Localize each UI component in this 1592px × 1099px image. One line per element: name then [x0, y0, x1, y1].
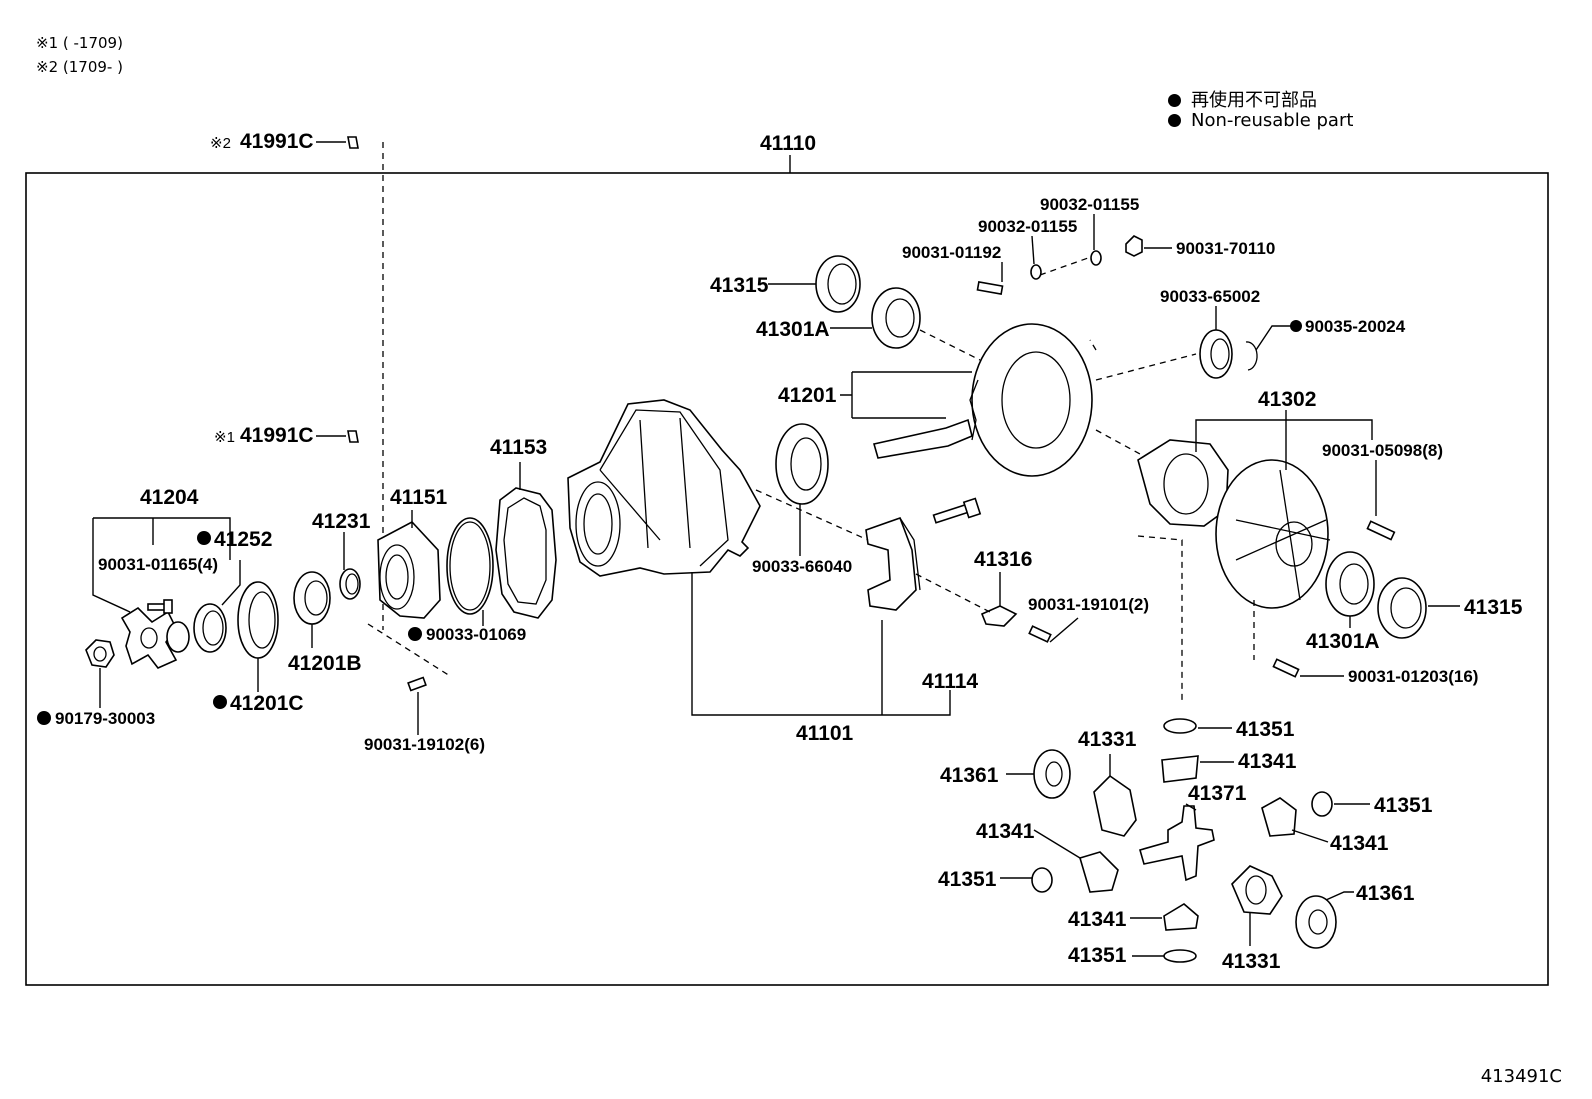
label-90033-01069: 90033-01069: [426, 625, 526, 644]
legend-ja: 再使用不可部品: [1168, 86, 1317, 112]
note-1: ※1 ( -1709): [36, 34, 123, 52]
pinion-gear-left: [1033, 829, 1119, 893]
o-ring: [446, 517, 494, 626]
non-reusable-dot-icon: [1168, 94, 1181, 107]
adjusting-lock: [980, 572, 1018, 627]
side-bearing-right: [1325, 551, 1375, 628]
cap-bolt: [932, 497, 982, 524]
label-41991C-1: 41991C: [240, 424, 314, 447]
label-90031-01203: 90031-01203(16): [1348, 667, 1478, 686]
ring-gear-bolt: [1272, 658, 1344, 678]
spacer: [339, 532, 361, 600]
note-2: ※2 (1709- ): [36, 58, 123, 76]
label-41201: 41201: [778, 384, 837, 407]
legend-ja-text: 再使用不可部品: [1191, 90, 1317, 111]
assembly-frame: [25, 172, 1549, 986]
label-41151: 41151: [390, 486, 448, 509]
side-gear-top: [1093, 754, 1137, 837]
label-90179-30003: 90179-30003: [55, 709, 155, 728]
bearing-90033-65002: [1199, 306, 1233, 379]
flange-bolt: [147, 599, 173, 614]
label-41351-a: 41351: [1236, 718, 1295, 741]
adjusting-nut-top: [768, 255, 861, 313]
pinion-gear-right: [1261, 797, 1329, 843]
oil-seal: [193, 560, 241, 653]
label-90031-70110: 90031-70110: [1176, 239, 1275, 258]
differential-case: [1137, 439, 1331, 609]
label-90032-01155-b: 90032-01155: [1040, 195, 1139, 214]
label-mark1: ※1: [214, 429, 235, 446]
non-reusable-dot-icon: [1168, 114, 1181, 127]
label-90032-01155-a: 90032-01155: [978, 217, 1077, 236]
label-41201C: 41201C: [230, 692, 304, 715]
label-41301A-top: 41301A: [756, 318, 830, 341]
drawing-id: 413491C: [1480, 1066, 1562, 1087]
side-gear-bottom: [1231, 865, 1283, 946]
adjusting-nut-right: [1377, 577, 1460, 639]
thrust-washer-left: [1006, 749, 1071, 799]
label-41991C-2: 41991C: [240, 130, 314, 153]
label-41204: 41204: [140, 486, 199, 509]
pinion-bearing-front: [293, 571, 331, 648]
label-90031-05098: 90031-05098(8): [1322, 441, 1443, 460]
pinion-bearing-rear: [775, 423, 829, 556]
label-41351-b: 41351: [1374, 794, 1433, 817]
label-41114: 41114: [922, 670, 978, 693]
lock-bolt: [1028, 617, 1079, 643]
label-41371: 41371: [1188, 782, 1247, 805]
carrier-housing: [567, 399, 761, 577]
bearing-retainer: [377, 510, 441, 619]
label-41201B: 41201B: [288, 652, 362, 675]
label-mark2: ※2: [210, 135, 231, 152]
gasket: [495, 462, 557, 619]
label-90031-19101: 90031-19101(2): [1028, 595, 1149, 614]
label-41110: 41110: [760, 132, 816, 155]
label-41231: 41231: [312, 510, 371, 533]
label-90033-66040: 90033-66040: [752, 557, 852, 576]
pinion-shaft: [1139, 803, 1215, 882]
pinion-gear-top: [1161, 755, 1234, 783]
label-90031-19102: 90031-19102(6): [364, 735, 485, 754]
label-41341-a: 41341: [1238, 750, 1297, 773]
legend-en: Non-reusable part: [1168, 110, 1353, 131]
label-41101: 41101: [796, 722, 854, 745]
label-41331-a: 41331: [1078, 728, 1137, 751]
label-90031-01165: 90031-01165(4): [98, 555, 218, 574]
label-90033-65002: 90033-65002: [1160, 287, 1260, 306]
label-41315-right: 41315: [1464, 596, 1523, 619]
label-41316: 41316: [974, 548, 1032, 571]
label-41341-d: 41341: [1068, 908, 1127, 931]
label-41153: 41153: [490, 436, 547, 459]
drive-pinion: [872, 418, 973, 459]
label-90031-01192: 90031-01192: [902, 243, 1001, 262]
flange-nut: [85, 639, 115, 668]
label-41302: 41302: [1258, 388, 1316, 411]
side-bearing-top: [830, 287, 921, 349]
bearing-race: [237, 581, 279, 692]
label-41341-c: 41341: [1330, 832, 1389, 855]
pinion-gear-bottom: [1130, 903, 1199, 931]
label-41351-d: 41351: [1068, 944, 1127, 967]
ring-gear: [969, 323, 1093, 477]
legend-en-text: Non-reusable part: [1191, 110, 1354, 131]
label-41331-b: 41331: [1222, 950, 1281, 973]
label-41351-c: 41351: [938, 868, 997, 891]
bolt-90031-01192: [976, 262, 1004, 295]
label-41361-b: 41361: [1356, 882, 1415, 905]
label-41315-top: 41315: [710, 274, 769, 297]
bearing-cap: [865, 516, 921, 611]
label-41341-b: 41341: [976, 820, 1035, 843]
label-41361-a: 41361: [940, 764, 999, 787]
label-41252: 41252: [214, 528, 272, 551]
label-90035-20024: 90035-20024: [1305, 317, 1406, 336]
thrust-washer-right: [1295, 891, 1354, 949]
retainer-bolt: [407, 676, 427, 735]
case-bolt-05098: [1366, 460, 1396, 541]
companion-flange: [120, 606, 190, 669]
label-41301A-right: 41301A: [1306, 630, 1380, 653]
